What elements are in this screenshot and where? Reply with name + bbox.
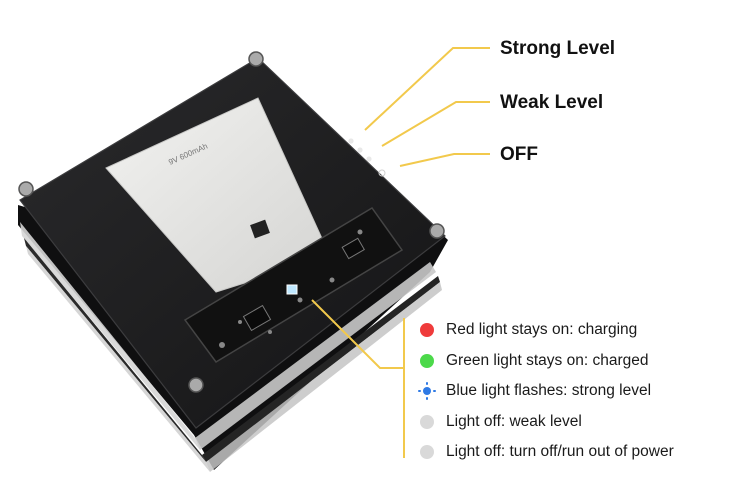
callout-line-led — [311, 299, 404, 369]
legend-item-charged: Green light stays on: charged — [420, 346, 674, 377]
legend-item-charging: Red light stays on: charging — [420, 315, 674, 346]
legend-item-strong: Blue light flashes: strong level — [418, 376, 674, 407]
green-dot-icon — [420, 353, 434, 368]
off-label: OFF — [500, 144, 538, 165]
strong-level-light — [348, 138, 354, 144]
legend-item-weak: Light off: weak level — [420, 407, 674, 438]
legend-text: Blue light flashes: strong level — [446, 382, 652, 400]
screws — [18, 51, 445, 393]
weak-level-light — [357, 147, 363, 153]
grey-dot-icon — [420, 445, 434, 460]
circuit-board — [183, 207, 404, 363]
red-dot-icon — [420, 323, 434, 338]
power-button-icon — [378, 169, 386, 177]
strong-level-label: Strong Level — [500, 38, 616, 59]
legend-text: Green light stays on: charged — [446, 351, 649, 369]
legend-text: Red light stays on: charging — [446, 321, 638, 339]
battery-qr-code — [250, 219, 270, 239]
status-led — [286, 284, 298, 295]
light-legend: Red light stays on: charging Green light… — [418, 315, 674, 468]
off-light — [366, 156, 372, 162]
weak-level-label: Weak Level — [500, 92, 604, 113]
callout-lines — [311, 47, 490, 458]
chip — [341, 237, 365, 260]
legend-text: Light off: weak level — [446, 412, 582, 430]
legend-item-off: Light off: turn off/run out of power — [420, 437, 674, 468]
legend-text: Light off: turn off/run out of power — [446, 443, 674, 461]
grey-dot-icon — [420, 414, 434, 429]
blue-flash-icon — [418, 382, 436, 401]
callout-line-off — [399, 153, 490, 167]
chip — [242, 304, 272, 332]
callout-line-weak — [381, 101, 490, 147]
level-indicators — [348, 138, 386, 177]
callout-line-strong — [364, 47, 490, 131]
